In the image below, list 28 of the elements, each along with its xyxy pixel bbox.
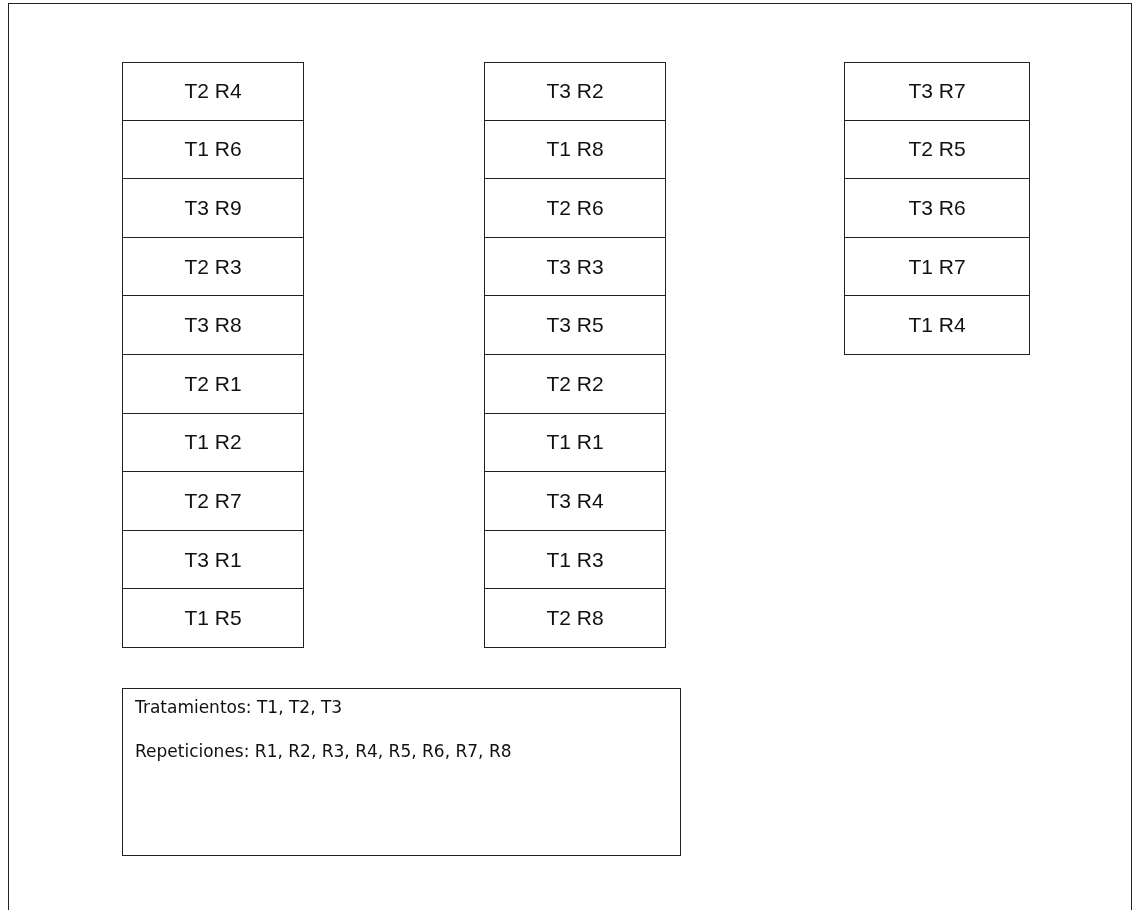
plot-cell: T3 R6 (844, 178, 1030, 238)
plot-cell: T2 R7 (122, 471, 304, 531)
plot-cell: T2 R4 (122, 62, 304, 121)
plot-cell: T3 R9 (122, 178, 304, 238)
plot-cell: T3 R4 (484, 471, 666, 531)
plot-cell: T2 R8 (484, 588, 666, 648)
plot-cell: T3 R7 (844, 62, 1030, 121)
plot-cell: T3 R1 (122, 529, 304, 590)
plot-cell: T2 R6 (484, 178, 666, 238)
plot-cell: T2 R1 (122, 354, 304, 414)
plot-cell: T3 R2 (484, 62, 666, 121)
plot-cell: T1 R5 (122, 588, 304, 648)
plot-cell: T3 R8 (122, 295, 304, 355)
notes-box (122, 688, 681, 856)
plot-cell: T3 R5 (484, 295, 666, 355)
plot-cell: T2 R5 (844, 119, 1030, 180)
plot-cell: T1 R4 (844, 295, 1030, 355)
plot-cell: T3 R3 (484, 236, 666, 297)
note-text: Repeticiones: R1, R2, R3, R4, R5, R6, R7, R8 (135, 741, 513, 761)
note-text: Tratamientos: T1, T2, T3 (135, 697, 344, 717)
plot-cell: T2 R3 (122, 236, 304, 297)
plot-cell: T1 R2 (122, 412, 304, 473)
plot-cell: T1 R3 (484, 529, 666, 590)
plot-cell: T1 R7 (844, 236, 1030, 297)
plot-cell: T1 R1 (484, 412, 666, 473)
plot-cell: T2 R2 (484, 354, 666, 414)
plot-cell: T1 R6 (122, 119, 304, 180)
plot-cell: T1 R8 (484, 119, 666, 180)
